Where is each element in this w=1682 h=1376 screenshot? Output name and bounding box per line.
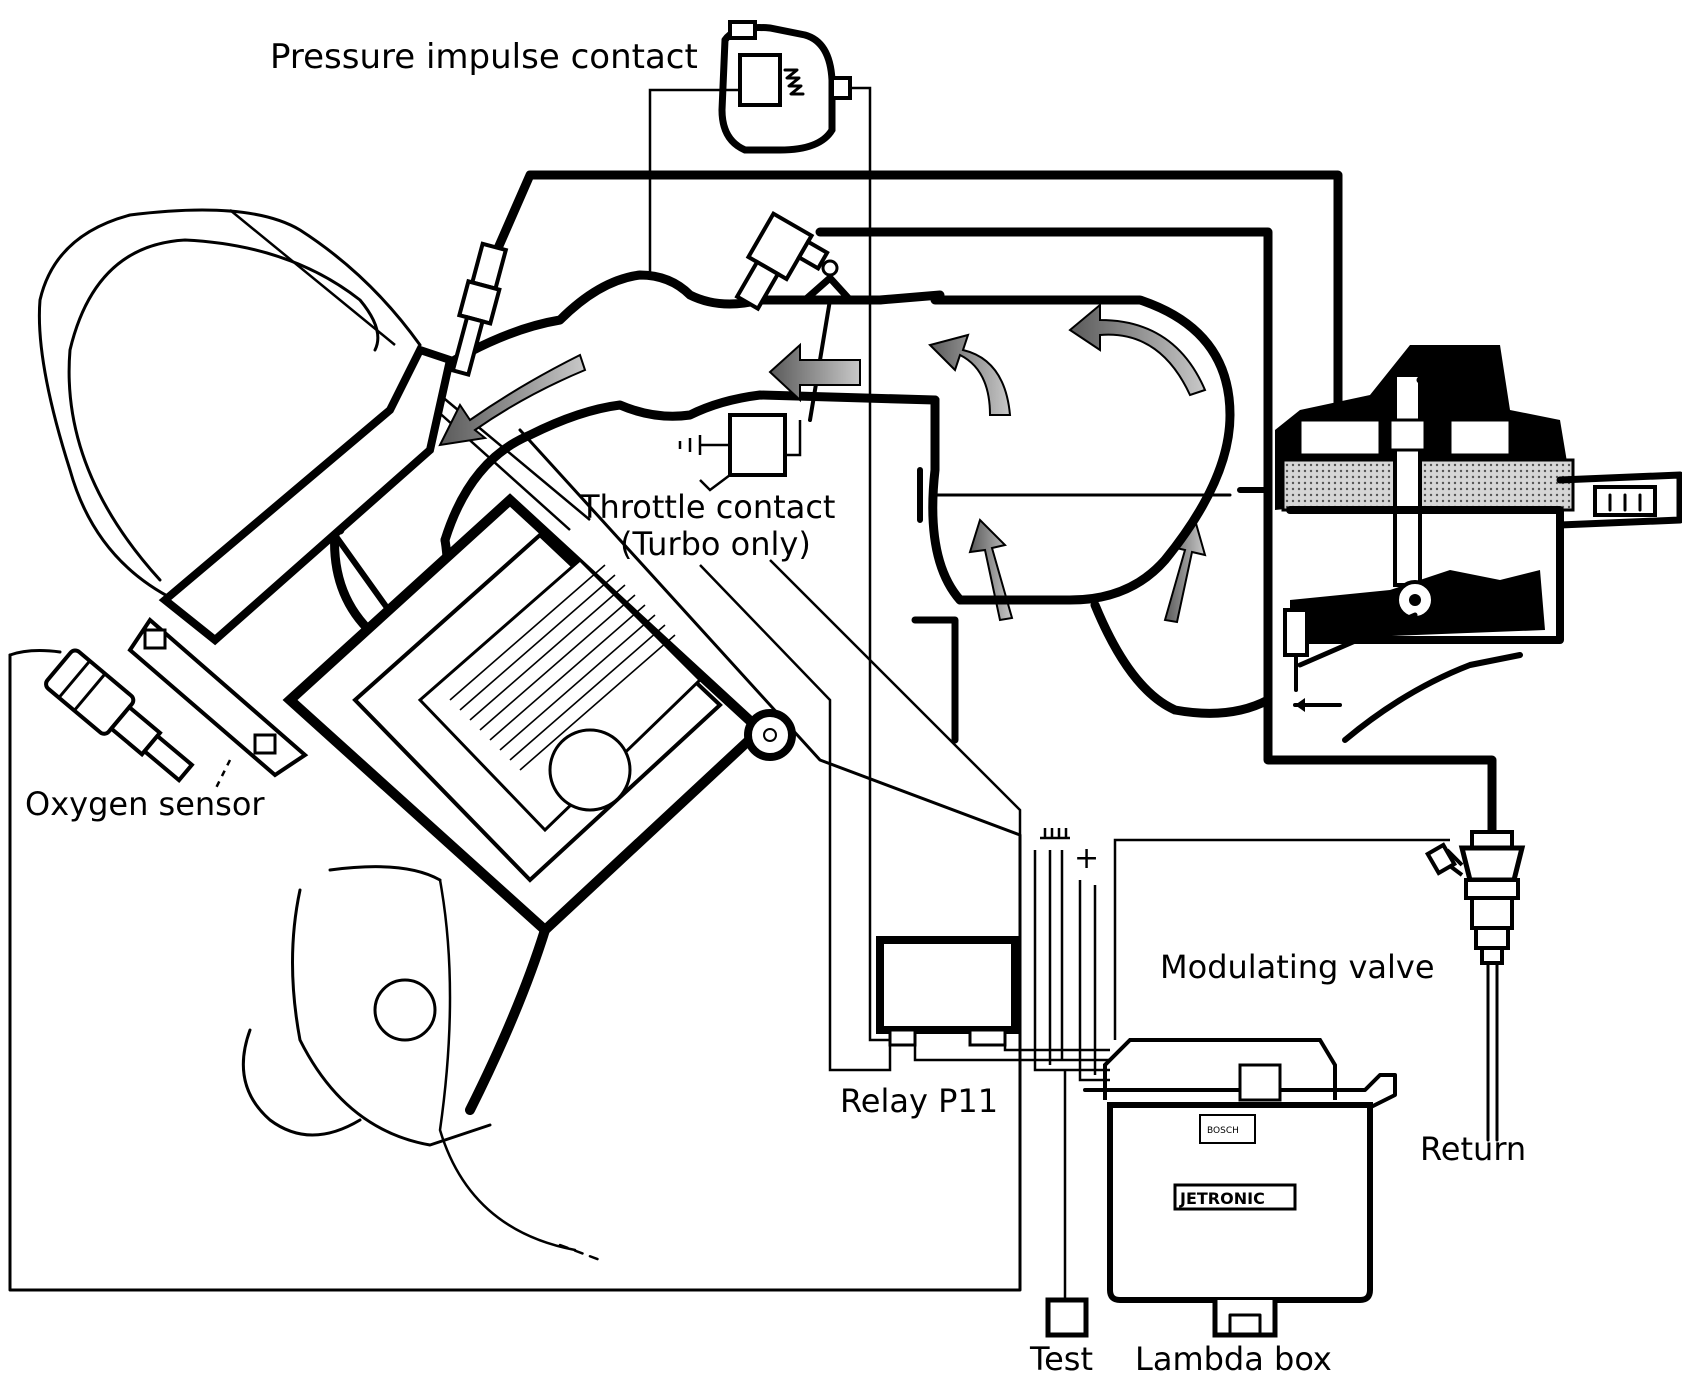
label-turbo-only: (Turbo only) <box>620 525 811 563</box>
cold-start-injector <box>450 241 509 377</box>
ecu-badge-label: BOSCH <box>1207 1126 1239 1136</box>
label-relay-p11: Relay P11 <box>840 1082 998 1120</box>
label-return: Return <box>1420 1130 1526 1168</box>
cylinder <box>282 493 796 937</box>
label-test: Test <box>1029 1340 1093 1376</box>
label-pressure-impulse-contact: Pressure impulse contact <box>270 37 698 77</box>
label-oxygen-sensor: Oxygen sensor <box>25 785 265 823</box>
label-lambda-box: Lambda box <box>1135 1340 1332 1376</box>
label-plus: + <box>1074 841 1099 876</box>
wiring <box>699 559 1450 1300</box>
engine-block <box>8 428 1022 1292</box>
test-connector <box>1045 1297 1089 1338</box>
fuel-lines <box>490 170 1497 840</box>
auxiliary-air-valve <box>734 210 830 312</box>
modulating-valve <box>1424 830 1526 1142</box>
ecu-brand-label: JETRONIC <box>1179 1189 1265 1208</box>
crankcase <box>241 865 602 1262</box>
label-throttle-contact: Throttle contact <box>579 488 835 526</box>
fuel-distributor <box>1275 345 1682 743</box>
throttle-contact <box>678 413 787 492</box>
cylinder-head <box>127 345 455 778</box>
pressure-impulse-contact <box>648 20 890 1042</box>
lambda-box <box>1083 1038 1397 1338</box>
oxygen-sensor <box>44 648 232 791</box>
air-filter-housing <box>37 208 422 602</box>
label-modulating-valve: Modulating valve <box>1160 948 1435 986</box>
air-flow-meter <box>911 295 1273 744</box>
relay-p11 <box>876 936 1019 1047</box>
